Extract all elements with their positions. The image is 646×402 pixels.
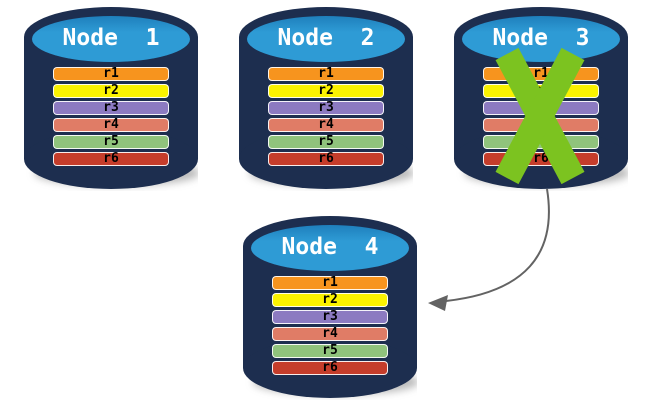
cylinder-top-cap xyxy=(247,16,405,62)
database-cylinder-icon xyxy=(243,216,417,398)
db-node-4: Node 4 r1 r2 r3 r4 r5 r6 xyxy=(243,216,417,400)
replica-row-r5: r5 xyxy=(272,344,388,358)
replica-row-r2: r2 xyxy=(272,293,388,307)
replica-row-r3: r3 xyxy=(268,101,384,115)
replica-row-r6: r6 xyxy=(53,152,169,166)
replica-row-r4: r4 xyxy=(272,327,388,341)
failover-arrow xyxy=(428,188,550,311)
replica-row-r6: r6 xyxy=(272,361,388,375)
replica-row-r5: r5 xyxy=(53,135,169,149)
replica-row-r1: r1 xyxy=(268,67,384,81)
failure-x-icon xyxy=(495,47,585,185)
replica-row-r4: r4 xyxy=(268,118,384,132)
db-node-1: Node 1 r1 r2 r3 r4 r5 r6 xyxy=(24,7,198,191)
node-title: Node 1 xyxy=(62,25,160,51)
replica-row-r1: r1 xyxy=(53,67,169,81)
replica-row-r1: r1 xyxy=(272,276,388,290)
replica-row-r2: r2 xyxy=(53,84,169,98)
replica-rows: r1 r2 r3 r4 r5 r6 xyxy=(268,67,384,169)
node-title: Node 4 xyxy=(281,234,379,260)
replica-row-r3: r3 xyxy=(272,310,388,324)
replica-row-r3: r3 xyxy=(53,101,169,115)
replica-rows: r1 r2 r3 r4 r5 r6 xyxy=(53,67,169,169)
replica-rows: r1 r2 r3 r4 r5 r6 xyxy=(272,276,388,378)
cylinder-top-cap xyxy=(32,16,190,62)
replica-row-r4: r4 xyxy=(53,118,169,132)
replica-row-r2: r2 xyxy=(268,84,384,98)
node-title: Node 3 xyxy=(492,25,590,51)
arrowhead-icon xyxy=(428,295,448,311)
db-node-2: Node 2 r1 r2 r3 r4 r5 r6 xyxy=(239,7,413,191)
cylinder-top-cap xyxy=(251,225,409,271)
cylinder-top-cap xyxy=(462,16,620,62)
replica-row-r6: r6 xyxy=(268,152,384,166)
node-title: Node 2 xyxy=(277,25,375,51)
replica-row-r5: r5 xyxy=(268,135,384,149)
